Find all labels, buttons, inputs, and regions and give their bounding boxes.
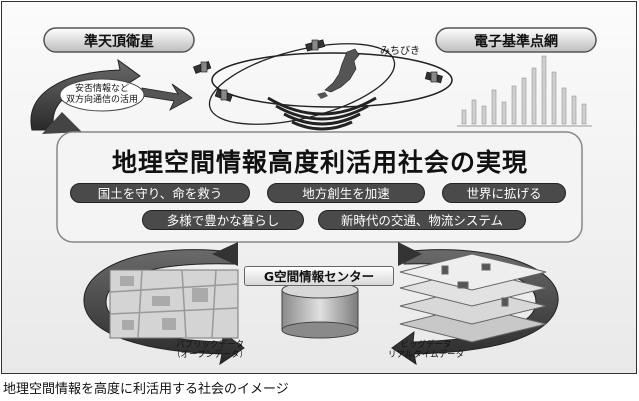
goal-global-expansion: 世界に拡げる: [442, 183, 566, 203]
big-data-line-1: ビッグデータ: [400, 340, 452, 350]
two-way-communication-arrow: [30, 58, 193, 134]
bubble-line-2: 双方向通信の活用: [65, 95, 138, 105]
public-data-label: パブリックデータ （オープンデータ）: [162, 340, 258, 360]
pill-quasi-zenith-satellite: [43, 27, 195, 53]
japan-map-icon: [317, 48, 360, 99]
pill-label-gnss: 電子基準点網: [474, 34, 558, 50]
goal-protect-nation: 国土を守り、命を救う: [70, 183, 250, 203]
public-data-map-image: [109, 269, 239, 339]
public-data-line-1: パブリックデータ: [175, 340, 244, 350]
pill-label-satellite: 準天頂衛星: [84, 34, 154, 50]
database-cylinder-icon: [281, 281, 359, 339]
satellite-name-label: みちびき: [380, 46, 420, 57]
satellite-icon: [193, 39, 443, 102]
communication-bubble: [59, 78, 145, 112]
public-data-line-2: （オープンデータ）: [172, 350, 248, 360]
g-space-info-center-label: G空間情報センター: [244, 266, 394, 286]
figure-caption: 地理空間情報を高度に利活用する社会のイメージ: [3, 382, 289, 397]
goal-rich-lifestyle: 多様で豊かな暮らし: [142, 210, 304, 230]
big-data-layers-image: [399, 253, 547, 343]
goal-transport-logistics: 新時代の交通、物流システム: [318, 210, 526, 230]
big-data-label: ビッグデータ リアルタイムデータ: [378, 340, 474, 360]
main-title: 地理空間情報高度利活用社会の実現: [111, 148, 528, 177]
bubble-line-1: 安否情報など: [74, 84, 129, 94]
gnss-station-graphic: [457, 55, 592, 127]
pill-gnss-network: [435, 27, 597, 53]
figure-frame: 準天頂衛星 電子基準点網 みちびき 安否情報など 双方向通信の活用 地理空間情報…: [1, 1, 637, 374]
big-data-line-2: リアルタイムデータ: [387, 350, 465, 360]
bubble-text: 安否情報など 双方向通信の活用: [62, 84, 142, 106]
signal-waves-icon: [267, 96, 377, 131]
goal-regional-revitalization: 地方創生を加速: [267, 183, 425, 203]
